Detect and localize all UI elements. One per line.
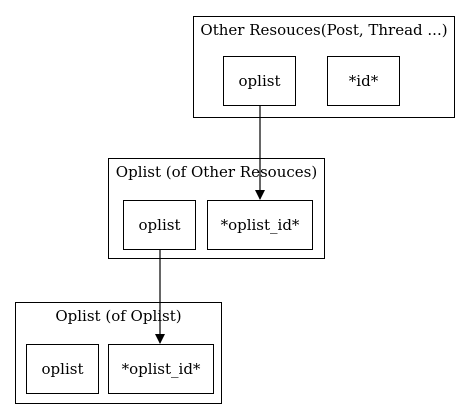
node-oplist-other-oplist: oplist	[123, 200, 196, 250]
cluster-oplist-of-other-resources: Oplist (of Other Resouces)	[108, 158, 325, 259]
node-oplist-oplist-oplist: oplist	[26, 344, 99, 394]
node-oplist-oplist-oplist-id: *oplist_id*	[108, 344, 214, 394]
cluster-other-resources: Other Resouces(Post, Thread ...)	[193, 16, 455, 118]
node-other-resources-oplist: oplist	[223, 56, 296, 106]
node-oplist-other-oplist-id: *oplist_id*	[207, 200, 313, 250]
cluster-oplist-of-oplist: Oplist (of Oplist)	[15, 302, 222, 404]
node-other-resources-id: *id*	[327, 56, 400, 106]
cluster-oplist-of-oplist-label: Oplist (of Oplist)	[55, 307, 182, 325]
cluster-other-resources-label: Other Resouces(Post, Thread ...)	[200, 21, 448, 39]
cluster-oplist-of-other-resources-label: Oplist (of Other Resouces)	[115, 163, 318, 181]
